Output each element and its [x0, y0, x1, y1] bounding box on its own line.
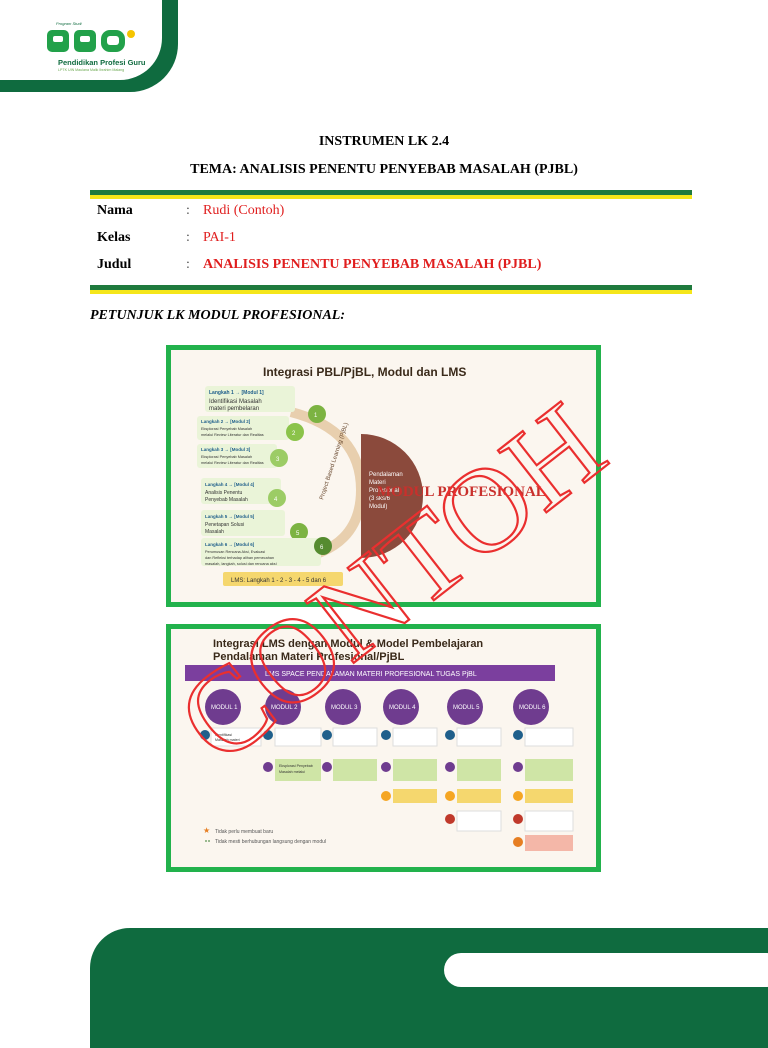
svg-text:4: 4	[274, 497, 278, 503]
svg-text:Perumusan Rencana Aksi, Evalua: Perumusan Rencana Aksi, Evaluasi	[205, 550, 265, 554]
step-1: Langkah 1 → [Modul 1] Identifikasi Masal…	[205, 386, 326, 423]
identity-label: Kelas	[97, 230, 131, 245]
identity-value: Rudi (Contoh)	[203, 203, 285, 218]
figure-integrasi-pbl: Integrasi PBL/PjBL, Modul dan LMS Projec…	[166, 345, 601, 607]
modul-profesional-label: MODUL PROFESIONAL	[377, 484, 546, 500]
svg-text:Masalah materi: Masalah materi	[215, 738, 240, 742]
document-title: INSTRUMEN LK 2.4	[318, 134, 450, 149]
svg-text:melalui Review Literatur dan R: melalui Review Literatur dan Realitas	[201, 433, 264, 437]
svg-text:Analisis Penentu: Analisis Penentu	[205, 490, 242, 496]
step-5: Langkah 5 → [Modul 5] Penetapan Solusi M…	[201, 510, 308, 541]
svg-text:Eksplorasi Penyebab Masalah: Eksplorasi Penyebab Masalah	[201, 427, 252, 431]
bottom-divider	[90, 285, 692, 294]
svg-text:MODUL 5: MODUL 5	[453, 705, 480, 711]
svg-text:MODUL 1: MODUL 1	[211, 705, 238, 711]
svg-text:Masalah: Masalah	[205, 529, 224, 535]
star-icon: ★	[203, 826, 210, 835]
svg-text:Langkah 3 → [Modul 3]: Langkah 3 → [Modul 3]	[201, 447, 251, 452]
svg-text:Langkah 2 → [Modul 2]: Langkah 2 → [Modul 2]	[201, 419, 251, 424]
footer-pill	[444, 953, 768, 987]
top-divider	[90, 190, 692, 199]
identity-label: Nama	[97, 203, 133, 218]
svg-text:Eksplorasi Penyebab: Eksplorasi Penyebab	[279, 764, 313, 768]
figure2-subtitle: Pendalaman Materi Profesional/PjBL	[213, 651, 405, 663]
svg-text:Identifikasi Masalah: Identifikasi Masalah	[209, 399, 262, 405]
identity-value: ANALISIS PENENTU PENYEBAB MASALAH (PJBL)	[203, 257, 542, 272]
svg-text:MODUL 3: MODUL 3	[331, 705, 358, 711]
svg-text:Identifikasi: Identifikasi	[215, 733, 232, 737]
identity-separator: :	[186, 230, 190, 245]
figure-integrasi-lms: Integrasi LMS dengan Modul & Model Pembe…	[166, 624, 601, 872]
module-column-3: MODUL 3	[322, 689, 378, 781]
identity-separator: :	[186, 257, 190, 272]
logo-subtitle: Program Studi	[56, 21, 82, 26]
logo-card: Program Studi Pendidikan Profesi Guru LP…	[0, 0, 162, 80]
legend-star-text: Tidak perlu membuat baru	[215, 829, 273, 835]
svg-text:dan Refleksi terhadap alihan p: dan Refleksi terhadap alihan pemecahan	[205, 556, 274, 560]
svg-text:Penetapan Solusi: Penetapan Solusi	[205, 522, 244, 528]
svg-text:Penyebab Masalah: Penyebab Masalah	[205, 497, 248, 503]
step-2: Langkah 2 → [Modul 2] Eksplorasi Penyeba…	[197, 416, 304, 441]
step-6: Langkah 6 → [Modul 6] Perumusan Rencana …	[201, 537, 332, 566]
identity-value: PAI-1	[203, 230, 236, 245]
svg-text:materi pembelaran: materi pembelaran	[209, 406, 259, 412]
module-column-5: MODUL 5	[445, 689, 502, 832]
step-4: Langkah 4 → [Modul 4] Analisis Penentu P…	[201, 478, 286, 507]
legend-dashed-text: Tidak mesti berhubungan langsung dengan …	[215, 839, 326, 845]
svg-text:MODUL 4: MODUL 4	[389, 705, 416, 711]
module-column-4: MODUL 4	[381, 689, 438, 803]
document-theme: TEMA: ANALISIS PENENTU PENYEBAB MASALAH …	[190, 162, 578, 177]
figure2-title: Integrasi LMS dengan Modul & Model Pembe…	[213, 638, 483, 650]
logo-name: Pendidikan Profesi Guru	[58, 58, 146, 67]
ppg-logo-icon	[47, 30, 135, 52]
module-column-6: MODUL 6	[513, 689, 574, 851]
svg-text:Masalah melalui: Masalah melalui	[279, 770, 305, 774]
svg-text:Langkah 6 → [Modul 6]: Langkah 6 → [Modul 6]	[205, 542, 255, 547]
figure1-title: Integrasi PBL/PjBL, Modul dan LMS	[263, 365, 466, 379]
svg-text:3: 3	[276, 457, 280, 463]
identity-separator: :	[186, 203, 190, 218]
logo-tagline: LPTK UIN Maulana Malik Ibrahim Malang	[58, 68, 125, 72]
svg-text:melalui Review Literatur dan R: melalui Review Literatur dan Realitas	[201, 461, 264, 465]
svg-text:1: 1	[314, 413, 318, 419]
svg-text:masalah, langkah, solusi dan r: masalah, langkah, solusi dan rencana aks…	[205, 562, 277, 566]
identity-label: Judul	[97, 257, 132, 272]
svg-text:Langkah 5 → [Modul 5]: Langkah 5 → [Modul 5]	[205, 514, 255, 519]
lms-label: LMS: Langkah 1 - 2 - 3 - 4 - 5 dan 6	[231, 578, 327, 584]
svg-text:6: 6	[320, 545, 324, 551]
svg-text:Eksplorasi Penyebab Masalah: Eksplorasi Penyebab Masalah	[201, 455, 252, 459]
svg-text:MODUL 6: MODUL 6	[519, 705, 546, 711]
step-3: Langkah 3 → [Modul 3] Eksplorasi Penyeba…	[197, 444, 288, 468]
svg-text:MODUL 2: MODUL 2	[271, 705, 298, 711]
instructions-heading: PETUNJUK LK MODUL PROFESIONAL:	[90, 308, 345, 323]
footer-band	[90, 928, 768, 1048]
svg-text:5: 5	[296, 531, 300, 537]
svg-text:Langkah 1 → [Modul 1]: Langkah 1 → [Modul 1]	[209, 390, 264, 396]
svg-text:2: 2	[292, 431, 296, 437]
svg-text:Langkah 4 → [Modul 4]: Langkah 4 → [Modul 4]	[205, 482, 255, 487]
lms-banner: LMS SPACE PENDALAMAN MATERI PROFESIONAL …	[265, 671, 477, 678]
